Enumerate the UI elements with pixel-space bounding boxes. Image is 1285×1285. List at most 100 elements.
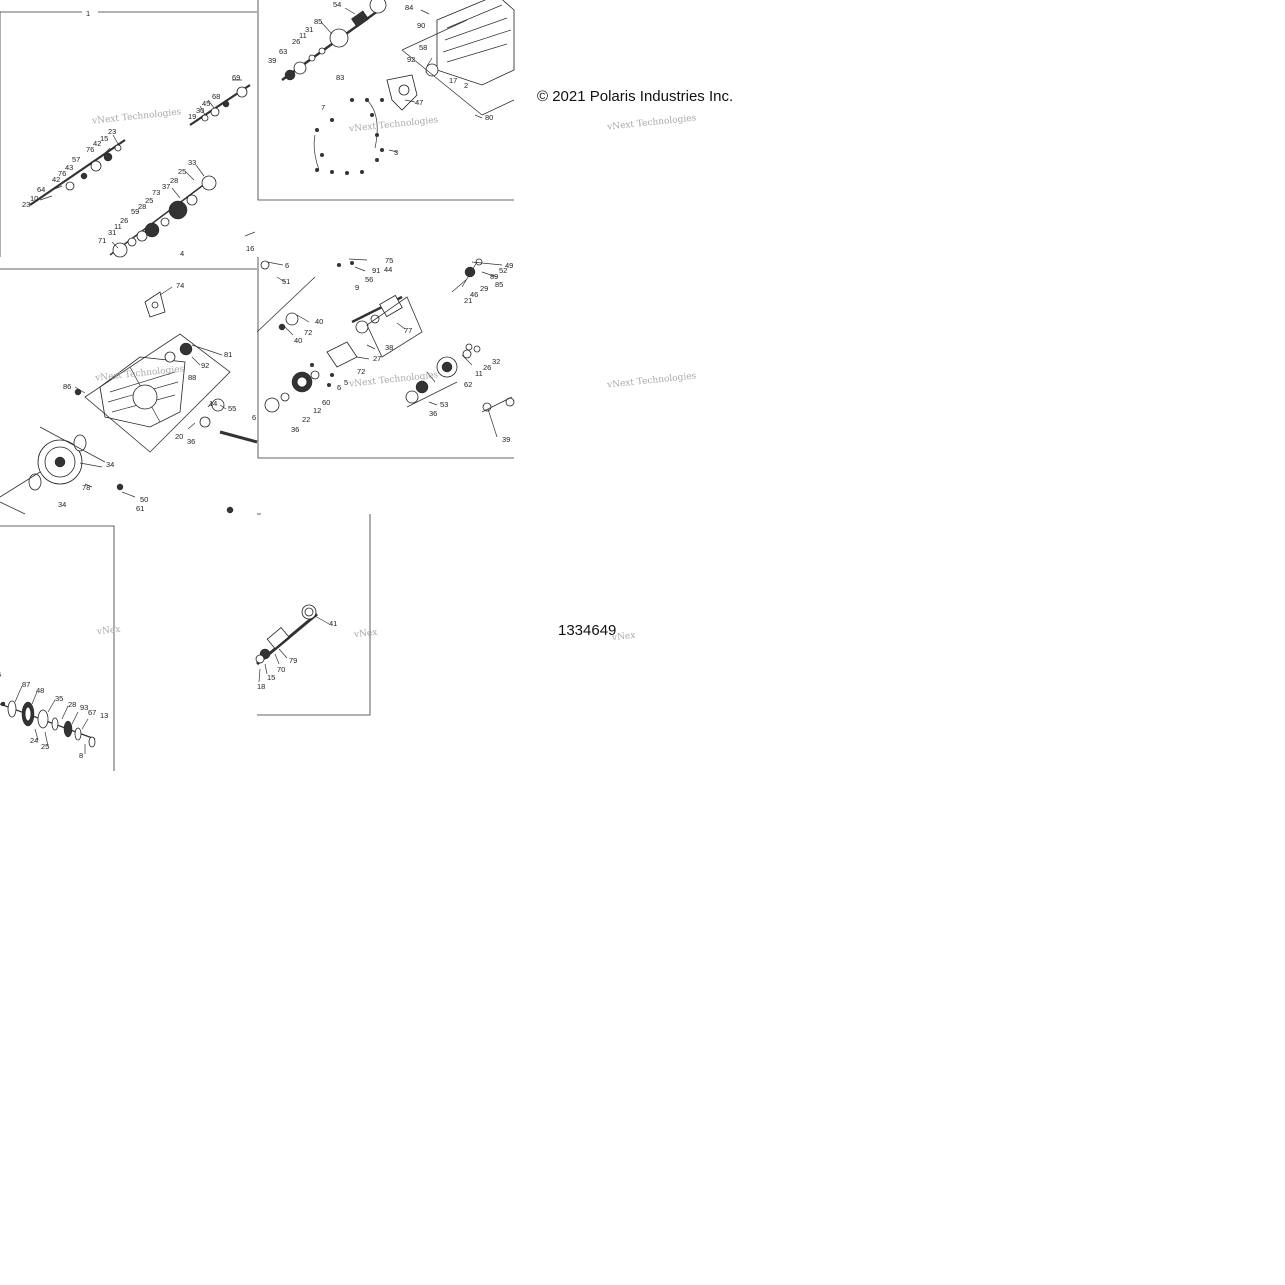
svg-text:12: 12 (313, 406, 321, 415)
svg-text:24: 24 (30, 736, 38, 745)
svg-text:2: 2 (464, 81, 468, 90)
svg-text:55: 55 (228, 404, 236, 413)
svg-text:33: 33 (188, 158, 196, 167)
svg-text:14: 14 (209, 399, 217, 408)
watermark: vNext Technologies (606, 371, 697, 391)
svg-text:32: 32 (492, 357, 500, 366)
svg-text:17: 17 (449, 76, 457, 85)
svg-text:26: 26 (292, 37, 300, 46)
svg-text:6: 6 (252, 413, 256, 422)
svg-text:69: 69 (232, 73, 240, 82)
svg-text:7: 7 (321, 103, 325, 112)
svg-text:4: 4 (180, 249, 184, 258)
svg-text:42: 42 (52, 175, 60, 184)
svg-text:50: 50 (140, 495, 148, 504)
svg-text:62: 62 (464, 380, 472, 389)
svg-text:25: 25 (41, 742, 49, 751)
svg-text:27: 27 (373, 354, 381, 363)
svg-text:84: 84 (405, 3, 413, 12)
svg-text:44: 44 (384, 265, 392, 274)
svg-text:80: 80 (485, 113, 493, 122)
svg-text:72: 72 (357, 367, 365, 376)
svg-text:76: 76 (86, 145, 94, 154)
svg-text:88: 88 (188, 373, 196, 382)
svg-text:6: 6 (285, 261, 289, 270)
svg-text:53: 53 (440, 400, 448, 409)
svg-text:15: 15 (267, 673, 275, 682)
svg-text:18: 18 (257, 682, 265, 691)
svg-text:73: 73 (152, 188, 160, 197)
svg-text:60: 60 (322, 398, 330, 407)
svg-text:31: 31 (305, 25, 313, 34)
svg-text:29: 29 (480, 284, 488, 293)
svg-text:48: 48 (36, 686, 44, 695)
svg-text:46: 46 (470, 290, 478, 299)
svg-text:5: 5 (344, 378, 348, 387)
svg-text:23: 23 (22, 200, 30, 209)
svg-text:51: 51 (282, 277, 290, 286)
copyright-notice: © 2021 Polaris Industries Inc. (537, 88, 734, 105)
svg-text:41: 41 (329, 619, 337, 628)
svg-text:70: 70 (277, 665, 285, 674)
svg-text:34: 34 (58, 500, 66, 509)
svg-text:74: 74 (176, 281, 184, 290)
svg-text:93: 93 (80, 703, 88, 712)
svg-text:39: 39 (268, 56, 276, 65)
svg-text:49: 49 (505, 261, 513, 270)
svg-text:28: 28 (68, 700, 76, 709)
svg-text:9: 9 (355, 283, 359, 292)
svg-text:77: 77 (404, 326, 412, 335)
svg-text:8: 8 (79, 751, 83, 760)
svg-text:11: 11 (299, 31, 307, 40)
svg-text:38: 38 (385, 343, 393, 352)
svg-text:92: 92 (407, 55, 415, 64)
svg-text:6: 6 (0, 670, 1, 679)
svg-text:26: 26 (120, 216, 128, 225)
svg-text:36: 36 (291, 425, 299, 434)
document-number: 1334649 (558, 622, 617, 639)
svg-text:81: 81 (224, 350, 232, 359)
svg-text:21: 21 (464, 296, 472, 305)
svg-text:19: 19 (188, 112, 196, 121)
svg-text:59: 59 (131, 207, 139, 216)
svg-text:6: 6 (337, 383, 341, 392)
svg-text:23: 23 (108, 127, 116, 136)
svg-text:22: 22 (302, 415, 310, 424)
svg-text:10: 10 (30, 194, 38, 203)
svg-text:85: 85 (495, 280, 503, 289)
svg-text:89: 89 (490, 272, 498, 281)
svg-text:37: 37 (162, 182, 170, 191)
svg-text:35: 35 (55, 694, 63, 703)
svg-text:92: 92 (201, 361, 209, 370)
watermark: vNext Technologies (606, 113, 697, 133)
svg-text:31: 31 (108, 228, 116, 237)
svg-text:76: 76 (58, 169, 66, 178)
svg-text:86: 86 (63, 382, 71, 391)
svg-text:30: 30 (196, 106, 204, 115)
svg-text:58: 58 (419, 43, 427, 52)
svg-text:45: 45 (202, 99, 210, 108)
svg-text:61: 61 (136, 504, 144, 513)
svg-text:72: 72 (304, 328, 312, 337)
svg-text:56: 56 (365, 275, 373, 284)
svg-text:57: 57 (72, 155, 80, 164)
svg-text:64: 64 (37, 185, 45, 194)
svg-text:15: 15 (100, 134, 108, 143)
svg-text:28: 28 (138, 202, 146, 211)
svg-text:25: 25 (178, 167, 186, 176)
svg-text:68: 68 (212, 92, 220, 101)
svg-text:36: 36 (429, 409, 437, 418)
svg-text:83: 83 (336, 73, 344, 82)
svg-text:28: 28 (170, 176, 178, 185)
svg-text:91: 91 (372, 266, 380, 275)
svg-text:47: 47 (415, 98, 423, 107)
